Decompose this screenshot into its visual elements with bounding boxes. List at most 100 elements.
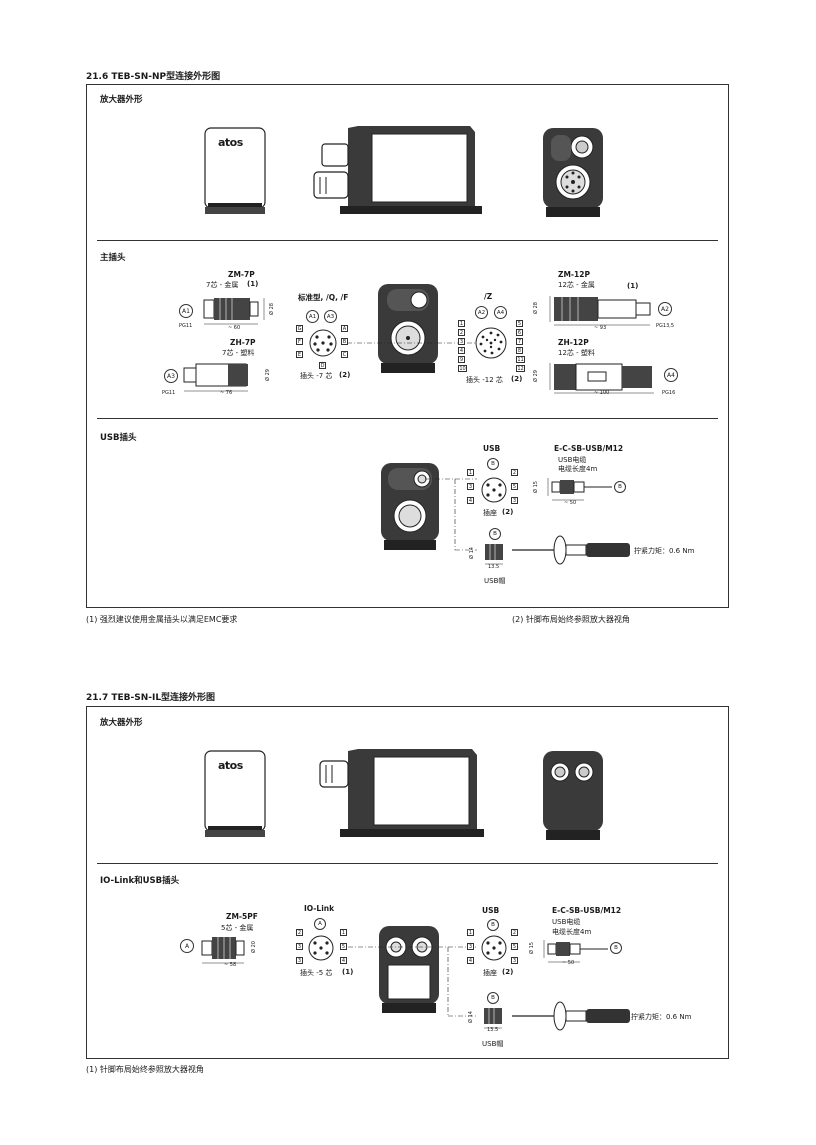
- dashdot-link-usb: [425, 478, 477, 551]
- zm12p-note: (1): [627, 282, 639, 290]
- cable-tag-2: B: [610, 942, 622, 954]
- iolink-tag: A: [314, 918, 326, 930]
- cable-name: E-C-SB-USB/M12: [554, 444, 624, 453]
- divider: [97, 240, 718, 241]
- amplifier-front-view-2: atos: [204, 750, 266, 840]
- std-pin-b: B: [341, 338, 348, 345]
- iolink-5pin-face: [307, 934, 335, 962]
- zh12p-plug-drawing: [548, 360, 664, 396]
- section-21-7-title: 21.7 TEB-SN-IL型连接外形图: [86, 693, 216, 703]
- zh12p-name: ZH-12P: [558, 338, 589, 347]
- amplifier-side-view: [300, 122, 485, 217]
- zm12p-pg: PG13,5: [656, 323, 675, 329]
- amplifier-connector-view: [542, 127, 604, 219]
- zm7p-desc: 7芯 - 金属: [206, 281, 239, 289]
- zm12p-plug-drawing: [548, 292, 660, 328]
- zm12p-dim-d: Ø 28: [532, 302, 539, 314]
- zh7p-dim-d: Ø 29: [264, 369, 271, 381]
- cable-name-2: E-C-SB-USB/M12: [552, 906, 622, 915]
- usb-title: USB: [483, 444, 501, 453]
- amplifier-outline-label: 放大器外形: [100, 95, 143, 105]
- usb-pin-4: 4: [467, 497, 474, 504]
- std-pin-f: F: [296, 338, 303, 345]
- zm7p-plug-drawing: [194, 292, 270, 328]
- z-caption-note: (2): [511, 375, 523, 383]
- zm5pf-tag: A: [180, 939, 194, 953]
- zm7p-dim-len: ~ 60: [228, 325, 241, 331]
- cap-tag-2: B: [487, 992, 499, 1004]
- z-tag-a4: A4: [494, 306, 507, 319]
- zm7p-pg: PG11: [179, 323, 193, 329]
- zh7p-name: ZH-7P: [230, 338, 256, 347]
- z-tag-a2: A2: [475, 306, 488, 319]
- usb-caption-2: 插座: [483, 969, 497, 977]
- usb-pin-5: 5: [511, 483, 518, 490]
- usb-caption-note: (2): [502, 508, 514, 516]
- std-tag-a3: A3: [324, 310, 337, 323]
- cap-dim-len: 13.5: [488, 564, 500, 570]
- std-caption: 插头 -7 芯: [300, 372, 333, 380]
- std-pin-g: G: [296, 325, 303, 332]
- usb2-pin-4: 4: [467, 957, 474, 964]
- amplifier-usb-view: [380, 462, 440, 552]
- amplifier-center-view: [377, 283, 439, 375]
- amplifier-front-view: atos: [204, 127, 266, 217]
- usb2-pin-1: 1: [467, 929, 474, 936]
- zh12p-dim-d: Ø 29: [532, 370, 539, 382]
- z-pin-7: 7: [516, 338, 523, 345]
- z-pin-5: 5: [516, 320, 523, 327]
- screwdriver-icon-2: [512, 996, 632, 1036]
- zm12p-name: ZM-12P: [558, 270, 590, 279]
- iolink-pin-1: 1: [340, 929, 347, 936]
- zm7p-tag: A1: [179, 304, 193, 318]
- zh12p-desc: 12芯 - 塑料: [558, 349, 595, 357]
- usb-5pin-face: [480, 476, 508, 504]
- cable-line1: USB电缆: [558, 456, 587, 464]
- cable-dim-len-2: ~ 50: [562, 960, 575, 966]
- zh12p-dim-len: ~ 100: [594, 390, 610, 396]
- dashdot-link: [347, 342, 487, 344]
- cap-dim-d-2: Ø 14: [467, 1011, 474, 1023]
- divider: [97, 863, 718, 864]
- usb-pin-3: 3: [467, 483, 474, 490]
- iolink-caption-note: (1): [342, 968, 354, 976]
- std-pin-c: C: [341, 351, 348, 358]
- usb-pin-1: 1: [467, 469, 474, 476]
- iolink-pin-3: 3: [296, 943, 303, 950]
- zm5pf-plug-drawing: [198, 932, 258, 968]
- atos-logo-2: atos: [218, 759, 243, 772]
- std-7pin-face: [308, 328, 338, 358]
- usb2-pin-3: 3: [467, 943, 474, 950]
- footnote-2: (2) 针脚布局始终参照放大器视角: [512, 615, 630, 624]
- cable-dim-d: Ø 15: [532, 481, 539, 493]
- z-12pin-face: [474, 326, 508, 360]
- torque-label-2: 拧紧力矩：0.6 Nm: [631, 1013, 692, 1021]
- iolink-caption: 插头 -5 芯: [300, 969, 333, 977]
- divider: [97, 418, 718, 419]
- usb-5pin-face-2: [480, 934, 508, 962]
- cap-caption-2: USB帽: [482, 1040, 504, 1048]
- amplifier-side-view-2: [312, 745, 487, 840]
- std-pin-d: D: [319, 362, 326, 369]
- cap-tag: B: [489, 528, 501, 540]
- usb-title-2: USB: [482, 906, 500, 915]
- z-caption: 插头 -12 芯: [466, 376, 503, 384]
- atos-logo: atos: [218, 136, 243, 149]
- iolink-usb-label: IO-Link和USB插头: [100, 876, 180, 886]
- cable-dim-len: ~ 50: [564, 500, 577, 506]
- cable-tag: B: [614, 481, 626, 493]
- std-title: 标准型, /Q, /F: [298, 293, 349, 302]
- z-pin-9: 9: [458, 356, 465, 363]
- usb-cable-drawing: [546, 476, 616, 506]
- usb-tag-2: B: [487, 919, 499, 931]
- usb2-pin-2: 2: [511, 929, 518, 936]
- std-caption-note: (2): [339, 371, 351, 379]
- main-plug-label: 主插头: [100, 253, 126, 263]
- cable-line1-2: USB电缆: [552, 918, 581, 926]
- zh7p-desc: 7芯 - 塑料: [222, 349, 255, 357]
- zm5pf-name: ZM-5PF: [226, 912, 258, 921]
- zm12p-tag: A2: [658, 302, 672, 316]
- footnote-3: (1) 针脚布局始终参照放大器视角: [86, 1065, 204, 1074]
- dashdot-link-2: [348, 946, 478, 1017]
- cable-line2: 电缆长度4m: [558, 465, 598, 473]
